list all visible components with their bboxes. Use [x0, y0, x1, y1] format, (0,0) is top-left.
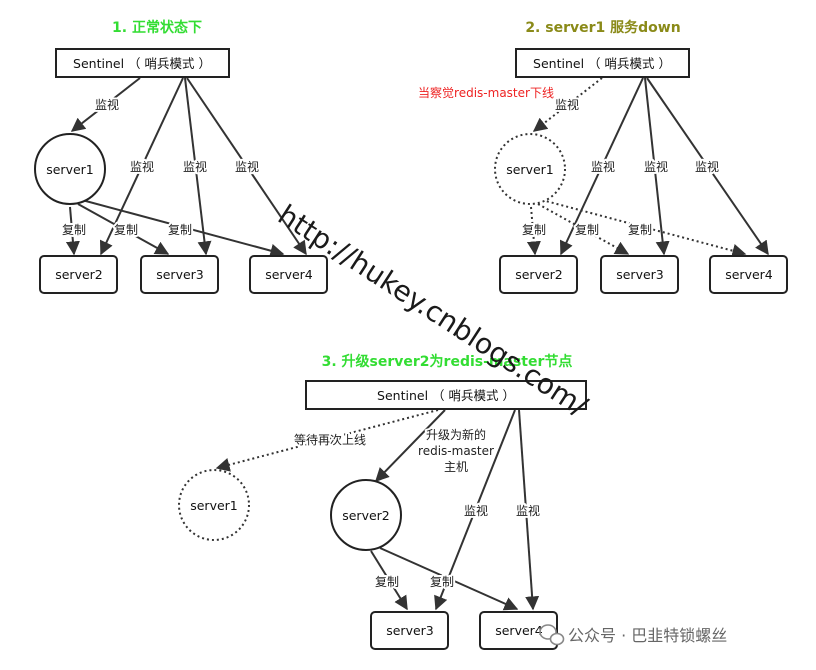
- p2-monitor-label: 监视: [555, 97, 579, 112]
- p2-monitor-label: 监视: [644, 159, 668, 174]
- p3-new-master-label: server2: [342, 508, 390, 523]
- p2-master-label: server1: [506, 162, 554, 177]
- p2-monitor-server2-edge: [559, 77, 644, 256]
- p2-monitor-label: 监视: [695, 159, 719, 174]
- p3-server3-label: server3: [386, 623, 434, 638]
- panel3-title: 3. 升级server2为redis-master节点: [322, 353, 573, 370]
- p3-monitor-server4-edge: [518, 409, 540, 611]
- p3-promote-line2: redis-master: [418, 444, 494, 458]
- p2-server2-box: [499, 255, 578, 294]
- p1-monitor-server1-edge: [70, 77, 141, 132]
- p3-server3-box: [370, 611, 449, 650]
- p1-replicate-server4-edge: [81, 199, 285, 258]
- p1-server3-label: server3: [156, 267, 204, 282]
- p3-sentinel-box: [305, 380, 587, 410]
- p3-monitor-server3-edge: [434, 409, 516, 611]
- p2-replicate-server3-edge: [537, 203, 630, 255]
- p1-server2-label: server2: [55, 267, 103, 282]
- p1-replicate-label: 复制: [62, 223, 86, 237]
- p1-replicate-server3-edge: [77, 203, 170, 255]
- p1-master-node: [34, 133, 106, 205]
- p2-monitor-server1-edge: [532, 77, 603, 132]
- p3-offline-node: [178, 469, 250, 541]
- p2-master-down-node: [494, 133, 566, 205]
- p1-monitor-label: 监视: [130, 159, 154, 174]
- p3-wait-server1-edge: [215, 409, 439, 472]
- p1-sentinel-label: Sentinel （ 哨兵模式 ）: [73, 56, 211, 71]
- p3-replicate-server4-edge: [379, 547, 519, 611]
- wechat-icon: [539, 624, 565, 646]
- p2-sentinel-label: Sentinel （ 哨兵模式 ）: [533, 56, 671, 71]
- p2-server3-label: server3: [616, 267, 664, 282]
- p2-monitor-label: 监视: [591, 159, 615, 174]
- p3-monitor-label: 监视: [516, 503, 540, 518]
- p3-sentinel-label: Sentinel （ 哨兵模式 ）: [377, 388, 515, 403]
- p3-offline-label: server1: [190, 498, 238, 513]
- p2-replicate-server4-edge: [541, 199, 747, 258]
- p2-replicate-label: 复制: [575, 223, 599, 237]
- p1-server3-box: [140, 255, 219, 294]
- p1-replicate-label: 复制: [168, 223, 192, 237]
- panel-normal: 1. 正常状态下 监视 监视 监视 监视 复制 复制 复制 Sentinel （…: [34, 19, 328, 294]
- p3-server4-label: server4: [495, 623, 543, 638]
- p2-replicate-label: 复制: [522, 223, 546, 237]
- p2-server3-box: [600, 255, 679, 294]
- panel-server1-down: 2. server1 服务down 当察觉redis-master下线 监视 监…: [418, 19, 788, 294]
- p1-master-label: server1: [46, 162, 94, 177]
- p3-wait-label: 等待再次上线: [294, 433, 366, 447]
- p1-replicate-server2-edge: [65, 206, 80, 256]
- p1-monitor-label: 监视: [183, 159, 207, 174]
- panel2-title: 2. server1 服务down: [525, 19, 680, 36]
- p3-promote-line3: 主机: [444, 460, 468, 474]
- p2-server4-label: server4: [725, 267, 773, 282]
- p3-promote-line1: 升级为新的: [426, 427, 486, 442]
- p3-replicate-label: 复制: [430, 575, 454, 589]
- p3-replicate-server3-edge: [370, 550, 408, 611]
- p2-replicate-label: 复制: [628, 223, 652, 237]
- panel-promote-server2: 3. 升级server2为redis-master节点 等待再次上线 升级为新的…: [178, 353, 587, 650]
- p1-monitor-label: 监视: [235, 159, 259, 174]
- p1-monitor-server3-edge: [184, 77, 212, 256]
- panel1-title: 1. 正常状态下: [112, 19, 202, 36]
- p1-sentinel-box: [55, 48, 230, 78]
- p1-monitor-label: 监视: [95, 97, 119, 112]
- p3-new-master-node: [330, 479, 402, 551]
- p2-alert-label: 当察觉redis-master下线: [418, 86, 554, 100]
- p1-monitor-server4-edge: [186, 77, 307, 256]
- p2-server4-box: [709, 255, 788, 294]
- p2-monitor-server4-edge: [646, 77, 769, 256]
- brand-account-label: 公众号 · 巴韭特锁螺丝: [568, 626, 727, 645]
- p1-replicate-label: 复制: [114, 223, 138, 237]
- p2-monitor-server3-edge: [644, 77, 670, 256]
- p1-server4-box: [249, 255, 328, 294]
- p1-server4-label: server4: [265, 267, 313, 282]
- p3-monitor-label: 监视: [464, 503, 488, 518]
- p3-replicate-label: 复制: [375, 575, 399, 589]
- p3-server4-box: [479, 611, 558, 650]
- p2-sentinel-box: [515, 48, 690, 78]
- p3-promote-server2-edge: [375, 409, 446, 483]
- p1-server2-box: [39, 255, 118, 294]
- p2-server2-label: server2: [515, 267, 563, 282]
